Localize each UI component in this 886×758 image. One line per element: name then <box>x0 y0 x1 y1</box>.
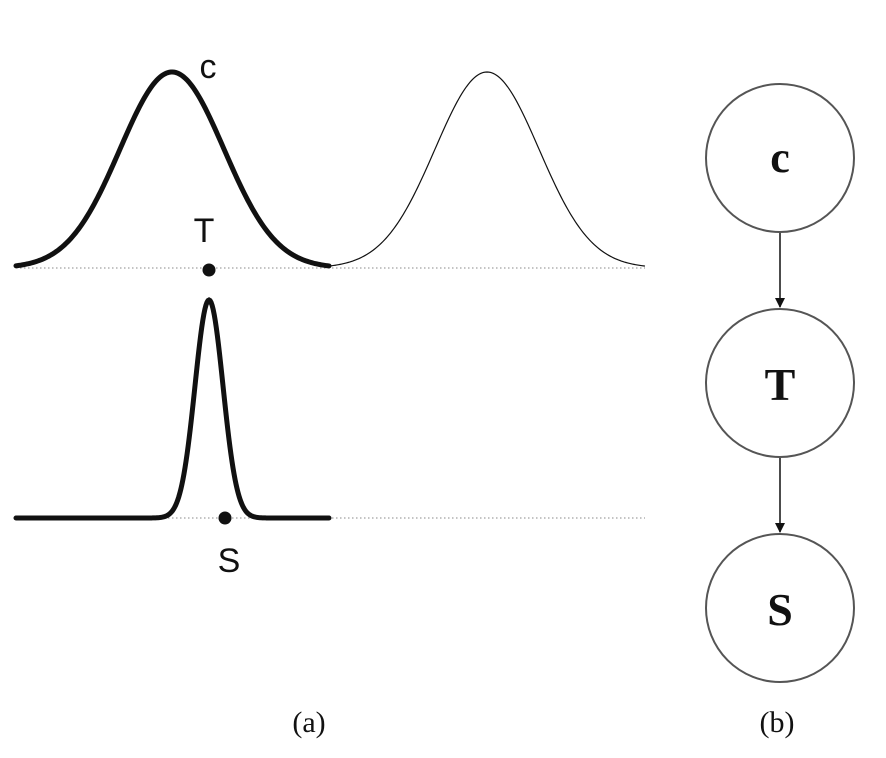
label-c: c <box>200 48 217 86</box>
panel-b: c T S (b) <box>705 83 855 739</box>
panel-a: c T S (a) <box>13 48 646 739</box>
point-s <box>218 511 232 525</box>
node-t-label: T <box>765 359 796 410</box>
node-t-circle <box>705 308 855 458</box>
node-t: T <box>705 308 855 458</box>
caption-a: (a) <box>292 706 325 739</box>
node-s-label: S <box>767 584 793 635</box>
node-s-circle <box>705 533 855 683</box>
shifted-curve <box>328 71 646 267</box>
caption-b: (b) <box>760 706 795 739</box>
label-t: T <box>194 212 215 250</box>
node-c-label: c <box>770 133 790 182</box>
prior-curve-c <box>13 69 332 269</box>
node-s: S <box>705 533 855 683</box>
narrow-curve-s <box>13 297 332 521</box>
point-t <box>202 263 216 277</box>
label-s: S <box>218 542 241 580</box>
node-c-circle <box>705 83 855 233</box>
node-c: c <box>705 83 855 233</box>
